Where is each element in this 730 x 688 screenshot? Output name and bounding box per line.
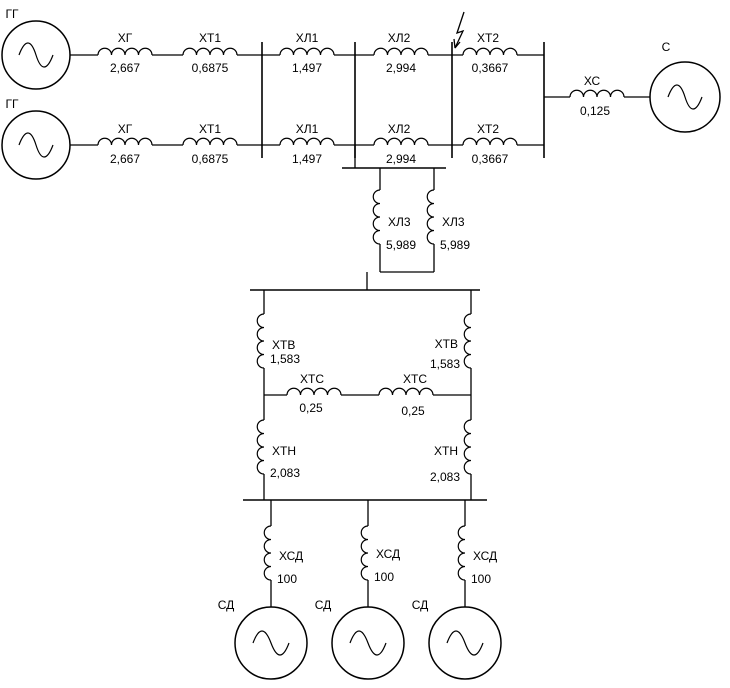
reactor-value: 2,994 [386, 152, 416, 166]
reactor-name: ХС [584, 74, 601, 88]
sine-icon [667, 84, 703, 110]
wires [70, 54, 650, 607]
reactor-value: 100 [471, 572, 491, 586]
reactor-name: ХЛ1 [296, 31, 319, 45]
system-source: С [649, 40, 721, 133]
reactor-xl3-a: ХЛ3 5,989 [372, 189, 416, 252]
reactor-xts-right: ХТС 0,25 [378, 372, 434, 418]
reactor-value: 0,125 [580, 104, 610, 118]
reactor-name: ХТН [434, 444, 458, 458]
reactor-name: ХГ [118, 122, 133, 136]
reactor-xtn-right: ХТН 2,083 [430, 419, 472, 484]
reactor-name: ХТС [403, 372, 427, 386]
reactor-xg-top: ХГ 2,667 [97, 31, 153, 75]
system-label: С [662, 40, 671, 54]
reactor-xg-bottom: ХГ 2,667 [97, 122, 153, 166]
reactor-xt1-bottom: ХТ1 0,6875 [182, 122, 238, 166]
lightning-icon [453, 11, 465, 49]
reactor-name: ХСД [473, 549, 497, 563]
reactor-value: 100 [277, 572, 297, 586]
reactor-xl1-top: ХЛ1 1,497 [279, 31, 335, 75]
reactor-name: ХТВ [435, 337, 458, 351]
generator-gg-top: ГГ [1, 7, 71, 90]
reactor-name: ХТС [300, 372, 324, 386]
generator-gg-bottom: ГГ [1, 97, 71, 180]
reactor-xl1-bottom: ХЛ1 1,497 [279, 122, 335, 166]
sine-icon [18, 132, 54, 158]
reactor-xl2-top: ХЛ2 2,994 [373, 31, 429, 75]
reactor-value: 100 [374, 570, 394, 584]
reactor-value: 0,3667 [472, 61, 509, 75]
reactor-xsd-2: ХСД 100 [360, 525, 400, 584]
sine-icon [18, 42, 54, 68]
reactor-xt2-bottom: ХТ2 0,3667 [462, 122, 518, 166]
reactor-value: 0,6875 [192, 152, 229, 166]
reactor-name: ХТ1 [199, 122, 221, 136]
reactor-value: 2,083 [270, 466, 300, 480]
motor-label: СД [218, 598, 235, 612]
busbars [243, 42, 545, 501]
motor-sd-2: СД [315, 598, 405, 680]
reactor-value: 5,989 [440, 238, 470, 252]
reactor-value: 0,3667 [472, 152, 509, 166]
reactor-value: 1,497 [292, 152, 322, 166]
reactor-xl2-bottom: ХЛ2 2,994 [373, 122, 429, 166]
reactor-value: 2,083 [430, 470, 460, 484]
reactor-xsd-1: ХСД 100 [263, 525, 303, 586]
reactor-name: ХЛ2 [388, 31, 411, 45]
reactor-name: ХТН [272, 444, 296, 458]
reactor-name: ХСД [376, 547, 400, 561]
reactor-name: ХГ [118, 31, 133, 45]
reactor-value: 1,583 [270, 352, 300, 366]
reactor-xt2-top: ХТ2 0,3667 [462, 31, 518, 75]
reactor-value: 0,25 [299, 401, 323, 415]
sine-icon [446, 630, 484, 656]
reactor-xtv-left: ХТВ 1,583 [256, 313, 300, 369]
motor-sd-1: СД [218, 598, 308, 680]
reactor-name: ХСД [279, 549, 303, 563]
reactor-value: 0,6875 [192, 61, 229, 75]
motor-label: СД [412, 598, 429, 612]
reactor-value: 2,994 [386, 61, 416, 75]
reactor-xt1-top: ХТ1 0,6875 [182, 31, 238, 75]
reactor-name: ХЛ3 [388, 215, 411, 229]
reactor-name: ХТ2 [477, 122, 499, 136]
reactor-xtn-left: ХТН 2,083 [256, 419, 300, 480]
reactor-xtv-right: ХТВ 1,583 [430, 313, 472, 371]
motor-sd-3: СД [412, 598, 502, 680]
reactor-value: 2,667 [110, 61, 140, 75]
reactor-name: ХЛ1 [296, 122, 319, 136]
reactor-name: ХТВ [272, 338, 295, 352]
sine-icon [349, 630, 387, 656]
reactor-value: 1,497 [292, 61, 322, 75]
motor-label: СД [315, 598, 332, 612]
reactor-value: 2,667 [110, 152, 140, 166]
generator-label: ГГ [6, 7, 19, 21]
reactor-name: ХТ1 [199, 31, 221, 45]
reactor-xts-left: ХТС 0,25 [286, 372, 342, 415]
reactor-name: ХЛ2 [388, 122, 411, 136]
reactor-xs: ХС 0,125 [569, 74, 625, 118]
reactor-value: 1,583 [430, 357, 460, 371]
reactor-name: ХТ2 [477, 31, 499, 45]
generator-label: ГГ [6, 97, 19, 111]
reactor-value: 5,989 [386, 238, 416, 252]
reactor-name: ХЛ3 [442, 215, 465, 229]
sine-icon [252, 630, 290, 656]
reactor-xl3-b: ХЛ3 5,989 [426, 189, 470, 252]
reactor-value: 0,25 [401, 404, 425, 418]
reactor-xsd-3: ХСД 100 [457, 525, 497, 586]
